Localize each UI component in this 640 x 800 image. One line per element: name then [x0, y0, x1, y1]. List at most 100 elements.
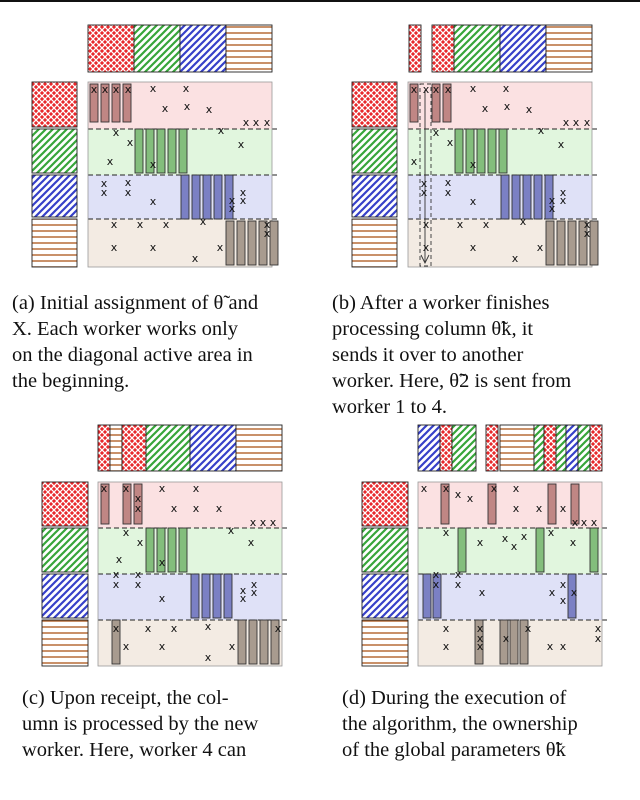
nonzero-mark: x — [216, 502, 223, 515]
parameter-column — [247, 220, 257, 266]
parameter-column — [409, 83, 419, 123]
nonzero-mark: x — [455, 568, 462, 581]
orange-block — [31, 218, 78, 268]
parameter-column — [111, 83, 121, 123]
worker-row-bg — [408, 175, 592, 219]
nonzero-mark: x — [470, 82, 477, 95]
nonzero-mark: x — [433, 578, 440, 591]
nonzero-mark: x — [135, 502, 142, 515]
caption-a: (a) Initial assignment of θ̃ and X. Each… — [12, 290, 299, 394]
nonzero-mark: x — [159, 592, 166, 605]
orange-block — [41, 619, 89, 667]
nonzero-mark: x — [521, 530, 528, 543]
parameter-column — [100, 83, 110, 123]
nonzero-mark: x — [217, 241, 224, 254]
parameter-column — [442, 83, 452, 123]
parameter-column — [190, 573, 200, 619]
caption-line: processing column θ̃k, it — [332, 318, 534, 340]
nonzero-mark: x — [433, 568, 440, 581]
parameter-column — [498, 128, 508, 174]
nonzero-mark: x — [503, 82, 510, 95]
caption-line: (c) Upon receipt, the col- — [22, 687, 229, 709]
parameter-column — [212, 573, 222, 619]
nonzero-mark: x — [101, 177, 108, 190]
arrowhead — [420, 254, 430, 265]
nonzero-mark: x — [560, 186, 567, 199]
nonzero-mark: x — [240, 584, 247, 597]
parameter-column — [499, 619, 509, 665]
nonzero-mark: x — [150, 195, 157, 208]
nonzero-mark: x — [421, 177, 428, 190]
nonzero-mark: x — [570, 536, 577, 549]
parameter-column — [465, 128, 475, 174]
nonzero-mark: x — [101, 482, 108, 495]
nonzero-mark: x — [443, 526, 450, 539]
nonzero-mark: x — [447, 136, 454, 149]
nonzero-mark: x — [125, 186, 132, 199]
nonzero-mark: x — [443, 482, 450, 495]
matrix-border — [417, 481, 603, 667]
parameter-column — [89, 83, 99, 123]
nonzero-mark: x — [491, 482, 498, 495]
parameter-column — [258, 220, 268, 266]
nonzero-mark: x — [137, 536, 144, 549]
nonzero-mark: x — [433, 83, 440, 96]
nonzero-mark: x — [162, 102, 169, 115]
nonzero-mark: x — [240, 592, 247, 605]
parameter-column — [476, 128, 486, 174]
green-block — [533, 424, 545, 472]
nonzero-mark: x — [560, 502, 567, 515]
nonzero-mark: x — [502, 532, 509, 545]
red-block — [41, 481, 89, 527]
blue-block — [565, 424, 579, 472]
nonzero-mark: x — [127, 136, 134, 149]
nonzero-mark: x — [513, 482, 520, 495]
parameter-column — [533, 174, 543, 220]
nonzero-mark: x — [111, 218, 118, 231]
nonzero-mark: x — [193, 502, 200, 515]
nonzero-mark: x — [591, 516, 598, 529]
parameter-column — [567, 220, 577, 266]
nonzero-mark: x — [137, 218, 144, 231]
nonzero-mark: x — [205, 651, 212, 664]
nonzero-mark: x — [150, 241, 157, 254]
parameter-column — [178, 128, 188, 174]
orange-block — [225, 24, 273, 73]
nonzero-mark: x — [457, 218, 464, 231]
nonzero-mark: x — [264, 116, 271, 129]
parameter-column — [270, 619, 280, 665]
worker-row-bg — [88, 175, 272, 219]
nonzero-mark: x — [445, 83, 452, 96]
red-block — [431, 24, 455, 73]
nonzero-mark: x — [113, 83, 120, 96]
matrix-border — [97, 481, 283, 667]
nonzero-mark: x — [483, 218, 490, 231]
nonzero-mark: x — [470, 195, 477, 208]
nonzero-mark: x — [455, 578, 462, 591]
nonzero-mark: x — [470, 158, 477, 171]
orange-block — [499, 424, 535, 472]
green-block — [555, 424, 567, 472]
parameter-column — [269, 220, 279, 266]
nonzero-mark: x — [548, 526, 555, 539]
parameter-column — [236, 220, 246, 266]
nonzero-mark: x — [423, 83, 430, 96]
blue-block — [179, 24, 227, 73]
blue-block — [189, 424, 237, 472]
caption-line: worker. Here, θ̃2 is sent from — [332, 370, 572, 392]
nonzero-mark: x — [411, 83, 418, 96]
nonzero-mark: x — [573, 116, 580, 129]
nonzero-mark: x — [251, 578, 258, 591]
nonzero-mark: x — [549, 194, 556, 207]
parameter-column — [440, 483, 450, 525]
nonzero-mark: x — [248, 536, 255, 549]
blue-block — [499, 24, 547, 73]
red-block — [351, 81, 398, 128]
nonzero-mark: x — [125, 83, 132, 96]
nonzero-mark: x — [584, 227, 591, 240]
nonzero-mark: x — [477, 622, 484, 635]
worker-row-bg — [98, 528, 282, 574]
parameter-column — [237, 619, 247, 665]
nonzero-mark: x — [504, 100, 511, 113]
nonzero-mark: x — [229, 640, 236, 653]
